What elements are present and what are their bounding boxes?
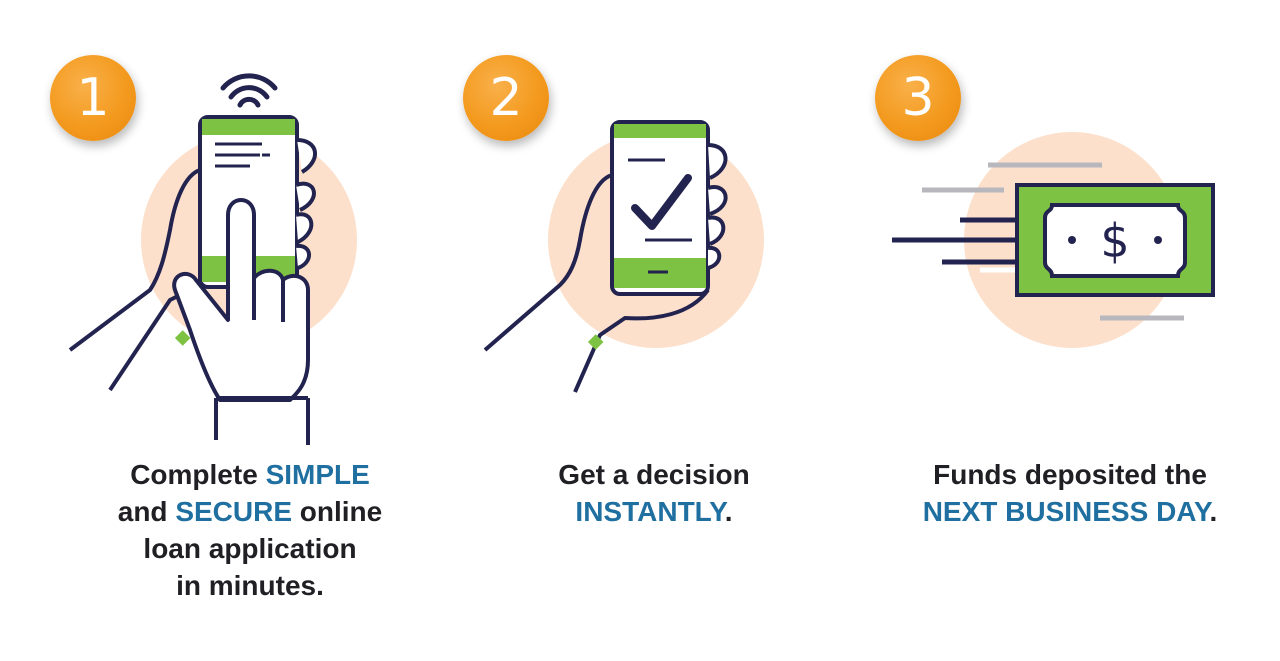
pointing-hand-icon <box>172 198 310 445</box>
money-bill-illustration: $ <box>892 132 1215 348</box>
step-1: 1 Complete SIMPLE and SECURE online loan… <box>0 0 420 661</box>
step-2: 2 Get a decision INSTANTLY. <box>430 0 850 661</box>
dollar-symbol: $ <box>1100 214 1129 268</box>
checkmark-icon <box>631 174 692 230</box>
step-3-caption: Funds deposited the NEXT BUSINESS DAY. <box>922 459 1218 527</box>
phone-check-illustration <box>483 120 764 393</box>
holding-hand-icon <box>483 143 728 393</box>
step-number-badge: 2 <box>463 55 549 141</box>
step-3: $ 3 Funds deposited the NEXT BUSINESS DA… <box>860 0 1280 661</box>
phone-tap-illustration <box>68 73 357 445</box>
cuff-button <box>174 330 191 346</box>
smartphone-icon <box>610 120 710 296</box>
step-number-badge: 1 <box>50 55 136 141</box>
holding-hand-icon <box>68 138 318 392</box>
step-number-badge: 3 <box>875 55 961 141</box>
step-2-caption: Get a decision INSTANTLY. <box>558 459 750 527</box>
wifi-icon <box>220 73 278 108</box>
dollar-bill-icon: $ <box>1015 183 1215 297</box>
step-1-caption: Complete SIMPLE and SECURE online loan a… <box>117 459 383 601</box>
